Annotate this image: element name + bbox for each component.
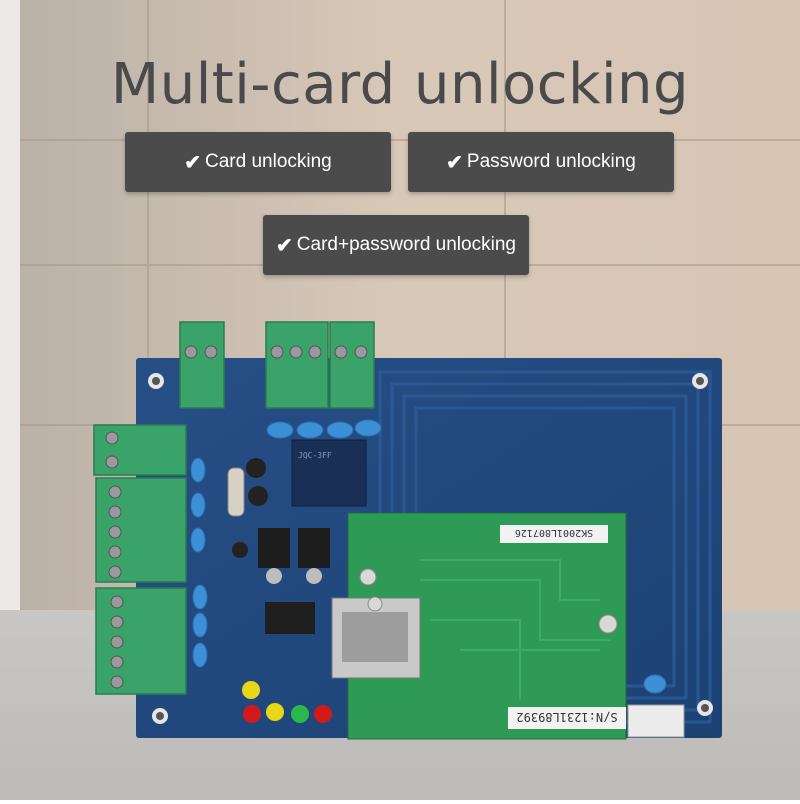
- serial-sticker-top: SK2001L807126: [515, 527, 593, 538]
- checkmark-icon: ✔: [276, 234, 293, 257]
- feature-badge-card: ✔ Card unlocking: [125, 132, 391, 192]
- network-module-board: SK2001L807126 S/N:1231L89392: [331, 512, 627, 740]
- feature-badge-card-password: ✔ Card+password unlocking: [263, 215, 529, 275]
- checkmark-icon: ✔: [184, 151, 201, 174]
- relay-label: JQC-3FF: [298, 451, 332, 460]
- feature-label: Card unlocking: [205, 151, 332, 172]
- headline: Multi-card unlocking: [110, 52, 690, 117]
- feature-label: Card+password unlocking: [296, 234, 516, 255]
- feature-badge-password: ✔ Password unlocking: [408, 132, 674, 192]
- terminal-blocks-top: [179, 321, 375, 409]
- checkmark-icon: ✔: [446, 151, 463, 174]
- feature-label: Password unlocking: [466, 151, 636, 172]
- serial-sticker-bottom: S/N:1231L89392: [516, 710, 617, 724]
- relay: JQC-3FF: [291, 439, 367, 507]
